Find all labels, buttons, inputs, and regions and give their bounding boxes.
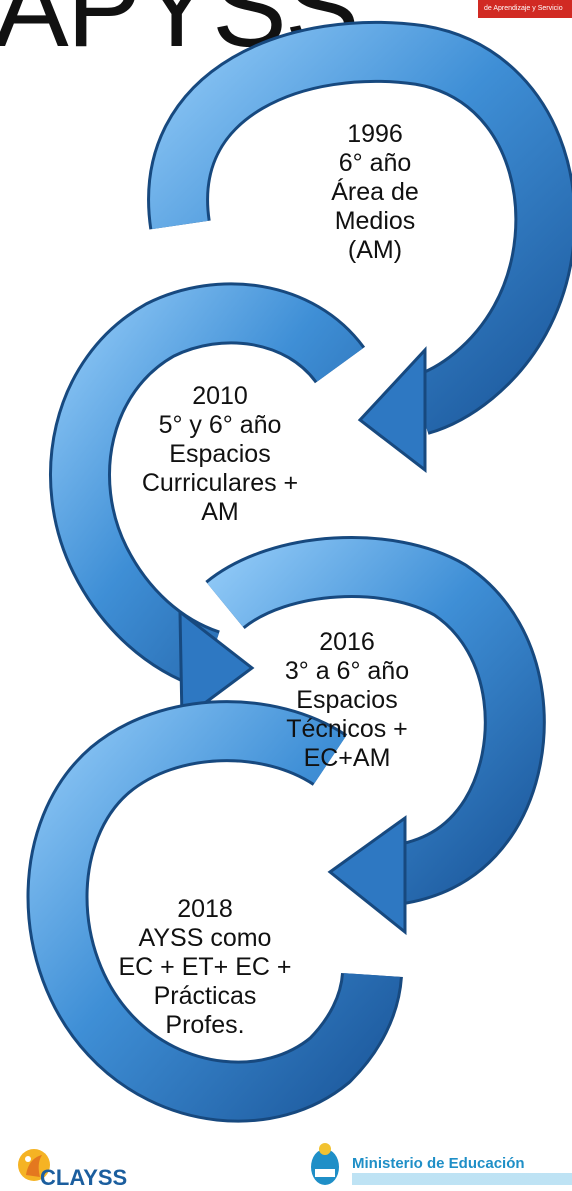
step-1996-line-2: 6° año — [338, 149, 412, 177]
step-2016-line-5: EC+AM — [303, 744, 391, 772]
clayss-logo-icon — [18, 1149, 50, 1181]
step-2010-line-4: Curriculares + — [141, 469, 299, 497]
step-2016-line-3: Espacios — [296, 686, 398, 714]
step-2018: 2018 AYSS como EC + ET+ EC + Prácticas P… — [105, 895, 305, 1040]
step-1996-line-3: Área de — [331, 178, 419, 206]
step-1996-line-5: (AM) — [347, 236, 403, 264]
arrow-head-3 — [327, 815, 407, 936]
step-2010-line-1: 2010 — [192, 382, 248, 410]
step-1996-line-1: 1996 — [347, 120, 403, 148]
ministry-emblem-icon — [311, 1143, 339, 1185]
step-1996: 1996 6° año Área de Medios (AM) — [275, 120, 475, 265]
arrow-head-2 — [178, 608, 255, 723]
spiral-arrow-diagram — [26, 20, 572, 1123]
step-1996-line-4: Medios — [334, 207, 416, 235]
step-2016: 2016 3° a 6° año Espacios Técnicos + EC+… — [247, 628, 447, 773]
step-2010-line-5: AM — [201, 498, 239, 526]
step-2016-line-1: 2016 — [319, 628, 375, 656]
clayss-logo-text: CLAYSS — [40, 1165, 128, 1190]
step-2018-line-4: Prácticas — [153, 982, 257, 1010]
arrow-head-1 — [357, 346, 427, 474]
arc-arrow-1 — [147, 20, 572, 474]
arc-arrow-3 — [205, 536, 546, 936]
ministry-subtitle-bar — [352, 1173, 572, 1185]
ministry-name: Ministerio de Educación — [352, 1155, 525, 1172]
step-2016-line-4: Técnicos + — [286, 715, 408, 743]
step-2016-line-2: 3° a 6° año — [284, 657, 410, 685]
step-2010: 2010 5° y 6° año Espacios Curriculares +… — [120, 382, 320, 527]
footer: CLAYSS Ministerio de Educación — [0, 1135, 572, 1190]
step-2018-line-3: EC + ET+ EC + — [118, 953, 292, 981]
step-2018-line-2: AYSS como — [138, 924, 272, 952]
step-2018-line-1: 2018 — [177, 895, 233, 923]
step-2010-line-2: 5° y 6° año — [158, 411, 282, 439]
arc-arrow-2 — [49, 282, 366, 723]
step-2018-line-5: Profes. — [165, 1011, 245, 1039]
arc-arrow-4 — [26, 700, 403, 1123]
brand-badge: de Aprendizaje y Servicio — [478, 0, 572, 18]
step-2010-line-3: Espacios — [169, 440, 271, 468]
